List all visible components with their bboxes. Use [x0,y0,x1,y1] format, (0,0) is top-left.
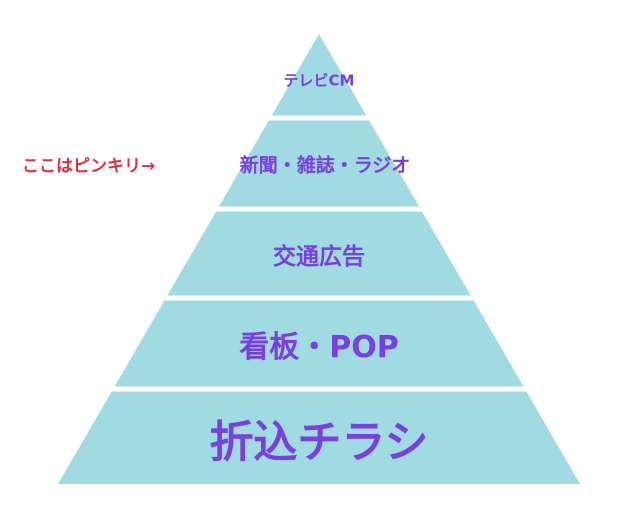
tier-label-flyers: 折込チラシ [209,416,429,468]
pyramid-tier-1 [271,34,367,116]
pyramid-tier-5 [58,391,580,484]
tier-label-transit-ads: 交通広告 [273,243,365,270]
pyramid-tier-4 [114,300,524,387]
tier-label-tv-cm: テレビCM [283,71,355,90]
tier-label-newspaper-magazine-radio: 新聞・雑誌・ラジオ [239,154,411,176]
pyramid-tier-2 [218,120,420,207]
tier-label-signboard-pop: 看板・POP [239,329,399,365]
annotation-price-range: ここはピンキリ→ [22,156,156,177]
pyramid-tier-3 [167,211,471,296]
